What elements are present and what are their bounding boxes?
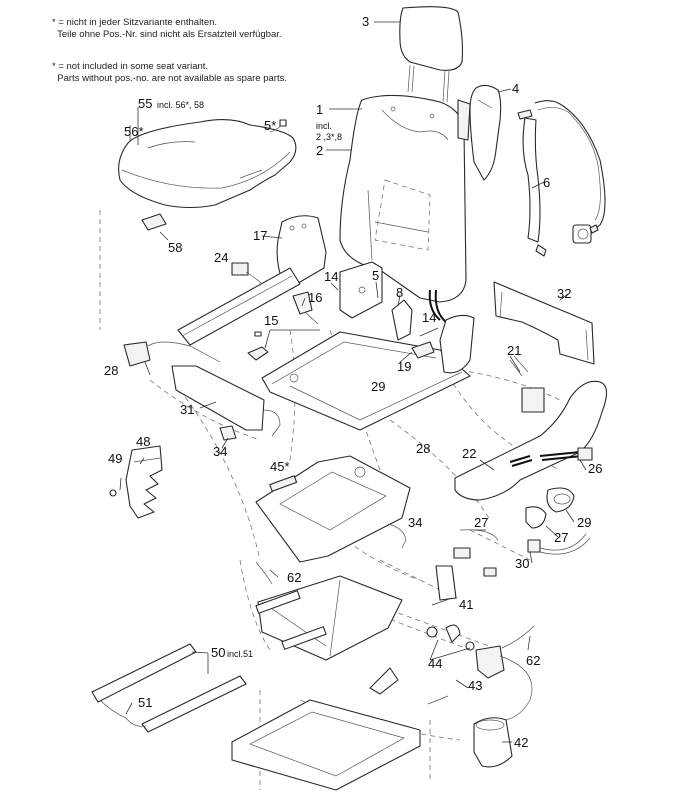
label-pos-56-star[interactable]: 56* [124,124,144,139]
part-belt-buckle[interactable] [292,291,319,325]
part-cable-62-left[interactable] [255,561,273,585]
part-switch-29-right[interactable] [546,487,575,513]
label-pos-55-incl: incl. 56*, 58 [157,100,204,110]
note-german: * = nicht in jeder Sitzvariante enthalte… [52,17,282,41]
note-english: * = not included in some seat variant. P… [52,61,287,85]
label-pos-62-right[interactable]: 62 [526,653,540,668]
label-pos-49[interactable]: 49 [108,451,122,466]
label-pos-28-left[interactable]: 28 [104,363,118,378]
part-seat-belt[interactable] [517,100,606,257]
label-pos-14-right[interactable]: 14 [422,310,436,325]
label-pos-19[interactable]: 19 [397,359,411,374]
part-rear-cover[interactable] [493,281,595,365]
part-air-spring[interactable] [473,717,513,768]
part-base-frame[interactable] [231,699,421,791]
label-pos-16[interactable]: 16 [308,290,322,305]
label-pos-8[interactable]: 8 [396,285,403,300]
label-pos-3[interactable]: 3 [362,14,369,29]
part-damper-45star[interactable] [269,475,298,492]
note-english-line1: * = not included in some seat variant. [52,61,209,72]
part-control-module[interactable] [509,355,545,413]
note-german-line1: * = nicht in jeder Sitzvariante enthalte… [52,17,218,28]
label-pos-42[interactable]: 42 [514,735,528,750]
part-side-cover[interactable] [457,84,502,181]
label-pos-30[interactable]: 30 [515,556,529,571]
part-switch-24[interactable] [231,262,263,285]
part-valve-assembly-43[interactable] [427,645,505,705]
label-pos-1-incl: incl. [316,121,332,131]
label-pos-6[interactable]: 6 [543,175,550,190]
part-headrest[interactable] [399,6,464,103]
label-pos-43[interactable]: 43 [468,678,482,693]
part-seat-cushion[interactable] [118,119,297,209]
label-pos-58[interactable]: 58 [168,240,182,255]
part-cable-30[interactable] [527,533,591,555]
label-pos-55[interactable]: 55 [138,96,152,111]
part-air-line-62-right[interactable] [499,625,535,721]
label-pos-31[interactable]: 31 [180,402,194,417]
label-pos-1-incl-parts: 2 ,3*,8 [316,132,342,142]
part-connector-26[interactable] [577,447,593,461]
label-pos-62-left[interactable]: 62 [287,570,301,585]
part-scissor-mechanism[interactable] [255,575,403,661]
label-pos-27-right[interactable]: 27 [554,530,568,545]
label-pos-17[interactable]: 17 [253,228,267,243]
label-pos-34-left[interactable]: 34 [213,444,227,459]
label-pos-48[interactable]: 48 [136,434,150,449]
label-pos-2[interactable]: 2 [316,143,323,158]
label-pos-26[interactable]: 26 [588,461,602,476]
label-pos-50[interactable]: 50 [211,645,225,660]
part-side-panel[interactable] [276,215,327,283]
label-pos-44[interactable]: 44 [428,656,442,671]
part-lever[interactable] [247,331,269,361]
label-pos-29-center[interactable]: 29 [371,379,385,394]
label-pos-50-incl: incl.51 [227,649,253,659]
part-right-bracket[interactable] [391,299,435,359]
part-cable-27-center[interactable] [459,529,499,541]
part-seat-rail-cover-left[interactable] [177,267,301,346]
part-lever-handle-28[interactable] [123,341,221,367]
part-backrest[interactable] [339,94,467,303]
label-pos-41[interactable]: 41 [459,597,473,612]
label-pos-4[interactable]: 4 [512,81,519,96]
label-pos-51[interactable]: 51 [138,695,152,710]
label-pos-45-star[interactable]: 45* [270,459,290,474]
part-knob-34[interactable] [219,425,237,441]
note-german-line2: Teile ohne Pos.-Nr. sind nicht als Ersat… [52,29,282,40]
part-wire-harness-backrest [428,289,447,323]
label-pos-24[interactable]: 24 [214,250,228,265]
label-pos-5-star[interactable]: 5* [264,118,276,133]
part-cable-34-center[interactable] [387,523,407,549]
label-pos-15[interactable]: 15 [264,313,278,328]
part-control-console[interactable] [454,380,608,501]
leader-lines [119,21,587,743]
part-connector-5star[interactable] [269,119,287,133]
part-armrest-bracket-right[interactable] [439,314,475,374]
label-pos-21[interactable]: 21 [507,343,521,358]
part-bushings-44[interactable] [426,624,475,651]
label-pos-34-center[interactable]: 34 [408,515,422,530]
position-labels: 3 1 incl. 2 ,3*,8 2 4 6 55 incl. 56*, 58… [104,14,602,750]
part-valve-41[interactable] [435,547,497,601]
label-pos-28-center[interactable]: 28 [416,441,430,456]
label-pos-29-right[interactable]: 29 [577,515,591,530]
part-bellows[interactable] [125,445,163,519]
part-backrest-bracket[interactable] [339,261,383,319]
part-screw-49[interactable] [109,489,117,497]
part-bracket-44[interactable] [369,667,399,695]
label-pos-22[interactable]: 22 [462,446,476,461]
label-pos-14-left[interactable]: 14 [324,269,338,284]
label-pos-27-center[interactable]: 27 [474,515,488,530]
label-pos-1[interactable]: 1 [316,102,323,117]
note-english-line2: Parts without pos.-no. are not available… [52,73,287,84]
part-seat-frame[interactable] [261,331,471,431]
label-pos-32[interactable]: 32 [557,286,571,301]
part-side-rail-31[interactable] [171,365,281,437]
label-pos-5[interactable]: 5 [372,268,379,283]
part-switch-27-right[interactable] [525,506,547,529]
part-handle-grip[interactable] [141,213,167,231]
